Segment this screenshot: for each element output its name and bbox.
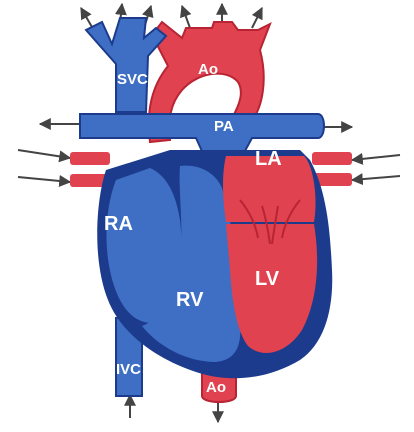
flow-arrow-ao-out-right (252, 8, 262, 28)
flow-arrow-pv-in-left-1 (18, 150, 70, 158)
flow-arrow-pv-in-right-2 (352, 176, 400, 180)
label-ra: RA (104, 213, 133, 235)
label-ao-top: Ao (198, 61, 218, 78)
pulmonary-vein-right-upper (312, 152, 352, 165)
label-pa: PA (214, 118, 234, 135)
label-ao-bottom: Ao (206, 379, 226, 396)
label-svc: SVC (117, 71, 148, 88)
label-la: LA (255, 148, 282, 170)
label-ivc: IVC (116, 361, 141, 378)
flow-arrow-pv-in-left-2 (18, 177, 70, 182)
flow-arrow-pv-in-right-1 (352, 155, 400, 160)
flow-arrow-ao-out-left (182, 6, 190, 28)
label-rv: RV (176, 289, 204, 311)
pulmonary-vein-left-upper (70, 152, 110, 165)
label-lv: LV (255, 268, 280, 290)
